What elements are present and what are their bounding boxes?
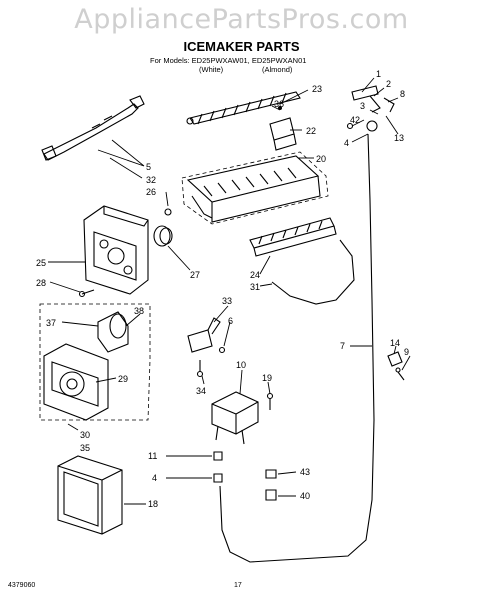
callout-31: 31	[250, 282, 260, 292]
callout-11: 11	[148, 451, 157, 461]
fill-trough-part	[249, 217, 337, 257]
bearing-part	[153, 208, 173, 247]
callout-4-upper: 4	[344, 138, 349, 148]
callout-36: 36	[274, 99, 284, 109]
screw-28-part	[78, 289, 95, 298]
model-list: For Models: ED25PWXAW01, ED25PWXAN01	[150, 56, 307, 65]
callout-42: 42	[350, 115, 360, 125]
ejector-part	[186, 91, 301, 125]
callout-35: 35	[80, 443, 90, 453]
callout-24: 24	[250, 270, 260, 280]
thermostat-part	[269, 106, 297, 151]
motor-part	[97, 311, 129, 353]
ice-mold-part	[181, 151, 329, 225]
screw-34-part	[196, 360, 204, 378]
color-label-almond: (Almond)	[262, 65, 293, 74]
callout-32: 32	[146, 175, 156, 185]
page-title: ICEMAKER PARTS	[183, 39, 300, 54]
callout-10: 10	[236, 360, 246, 370]
callout-30: 30	[80, 430, 90, 440]
fitting-11-part	[213, 451, 223, 461]
fill-tube-fittings-part	[346, 85, 395, 132]
switch-part	[187, 317, 226, 354]
callout-20: 20	[316, 154, 326, 164]
screw-19-part	[266, 392, 274, 410]
fitting-40-part	[265, 489, 277, 501]
callout-8: 8	[400, 89, 405, 99]
shutoff-arm-part	[41, 95, 145, 161]
water-valve-part	[211, 391, 259, 445]
callout-34: 34	[196, 386, 206, 396]
callout-26: 26	[146, 187, 156, 197]
callout-29: 29	[118, 374, 128, 384]
clamp-part	[387, 351, 405, 381]
motor-assembly-group-outline	[39, 303, 151, 421]
front-cover-part	[57, 455, 123, 535]
page-number: 17	[234, 582, 242, 589]
callout-14: 14	[390, 338, 400, 348]
callout-3: 3	[360, 101, 365, 111]
water-tube-part	[219, 133, 375, 563]
callout-38: 38	[134, 306, 144, 316]
motor-housing-part	[83, 205, 149, 295]
callout-6: 6	[228, 316, 233, 326]
callout-25: 25	[36, 258, 46, 268]
callout-9: 9	[404, 347, 409, 357]
callout-23: 23	[312, 84, 322, 94]
callout-19: 19	[262, 373, 272, 383]
callout-7: 7	[340, 341, 345, 351]
leader-lines	[48, 77, 411, 505]
callout-13: 13	[394, 133, 404, 143]
callout-4-lower: 4	[152, 473, 157, 483]
watermark: AppliancePartsPros.com	[74, 4, 409, 35]
document-number: 4379060	[8, 582, 36, 589]
callout-40: 40	[300, 491, 310, 501]
bail-wire-part	[271, 239, 355, 305]
callout-33: 33	[222, 296, 232, 306]
callout-18: 18	[148, 499, 158, 509]
callout-43: 43	[300, 467, 310, 477]
callout-2: 2	[386, 79, 391, 89]
fitting-4-lower-part	[213, 473, 223, 483]
callout-1: 1	[376, 69, 381, 79]
fitting-43-part	[265, 469, 277, 479]
callout-22: 22	[306, 126, 316, 136]
callout-37: 37	[46, 318, 56, 328]
color-label-white: (White)	[199, 65, 224, 74]
callout-28: 28	[36, 278, 46, 288]
callout-5: 5	[146, 162, 151, 172]
callout-27: 27	[190, 270, 200, 280]
mounting-plate-part	[43, 343, 109, 421]
